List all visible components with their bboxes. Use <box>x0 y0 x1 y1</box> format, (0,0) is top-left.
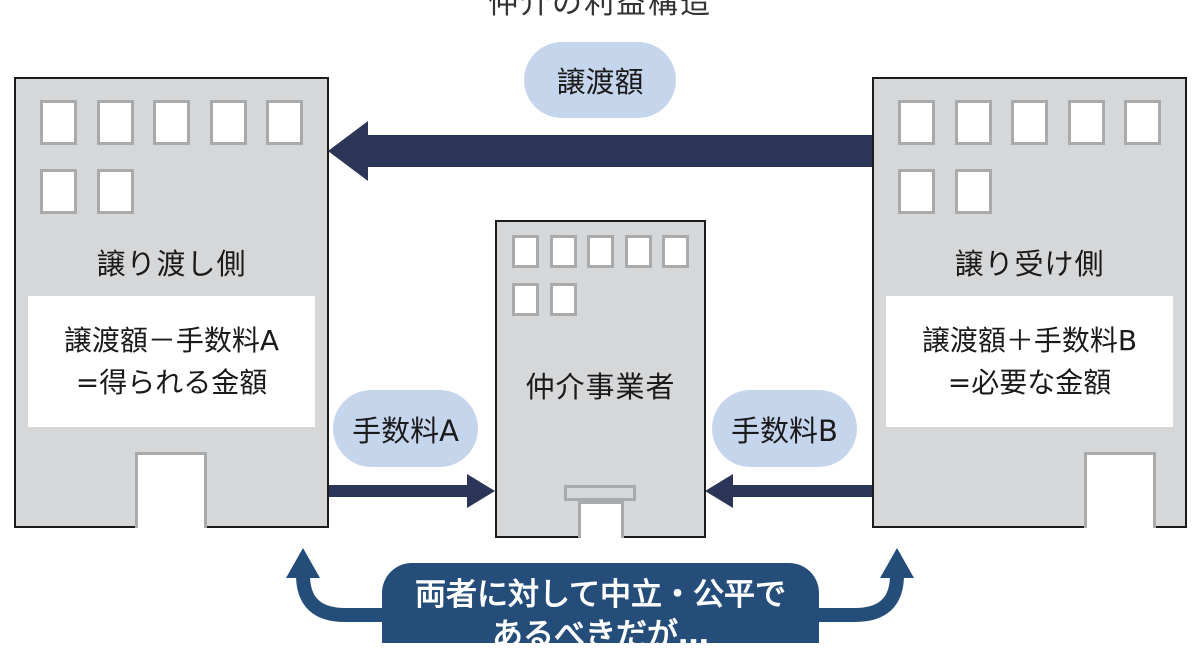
transfer-amount-pill: 譲渡額 <box>524 42 676 118</box>
window <box>1068 100 1105 145</box>
window <box>40 100 77 145</box>
door <box>578 501 624 538</box>
window <box>662 235 689 268</box>
door <box>135 452 207 528</box>
window <box>898 100 935 145</box>
window <box>153 100 190 145</box>
window <box>266 100 303 145</box>
curved-arrow-right-head <box>880 548 914 578</box>
seller-formula-box: 譲渡額－手数料A =得られる金額 <box>28 296 315 427</box>
transfer-amount-label: 譲渡額 <box>556 65 644 99</box>
window <box>898 169 935 214</box>
buyer-formula-line2: =必要な金額 <box>947 365 1112 399</box>
window <box>97 100 134 145</box>
curved-arrow-left-head <box>286 548 320 578</box>
curved-arrow-left <box>296 574 392 622</box>
window <box>550 235 577 268</box>
window <box>512 283 539 316</box>
window <box>210 100 247 145</box>
seller-formula-line1: 譲渡額－手数料A <box>63 323 280 357</box>
fee-b-pill: 手数料B <box>712 390 857 467</box>
buyer-building: 譲り受け側 譲渡額＋手数料B =必要な金額 <box>872 77 1187 528</box>
window <box>1124 100 1161 145</box>
window <box>97 169 134 214</box>
window <box>955 100 992 145</box>
buyer-formula-box: 譲渡額＋手数料B =必要な金額 <box>886 296 1173 427</box>
fee-b-arrow <box>705 474 872 508</box>
entrance-awning <box>564 485 636 501</box>
diagram-title-cropped: 仲介の利益構造 <box>488 0 712 21</box>
seller-formula-line2: =得られる金額 <box>75 365 268 399</box>
window <box>955 169 992 214</box>
fee-b-label: 手数料B <box>731 413 838 448</box>
window <box>587 235 614 268</box>
window <box>512 235 539 268</box>
seller-building: 譲り渡し側 譲渡額－手数料A =得られる金額 <box>14 77 329 528</box>
fee-a-pill: 手数料A <box>333 390 478 467</box>
window <box>1011 100 1048 145</box>
banner-line2: あるべきだが… <box>492 617 709 653</box>
buyer-formula-line1: 譲渡額＋手数料B <box>921 323 1138 357</box>
fee-a-label: 手数料A <box>352 413 459 448</box>
connector-layer <box>286 121 914 622</box>
banner-line1: 両者に対して中立・公平で <box>414 577 787 613</box>
window <box>40 169 77 214</box>
curved-arrow-right <box>808 574 904 622</box>
window <box>625 235 652 268</box>
seller-label: 譲り渡し側 <box>96 247 247 281</box>
buyer-label: 譲り受け側 <box>954 247 1105 281</box>
neutrality-banner: 両者に対して中立・公平で あるべきだが… <box>382 563 819 653</box>
door <box>1084 452 1156 528</box>
transfer-arrow <box>328 121 872 181</box>
intermediary-label: 仲介事業者 <box>525 370 676 404</box>
window <box>550 283 577 316</box>
fee-a-arrow <box>328 474 495 508</box>
intermediary-building: 仲介事業者 <box>495 220 706 538</box>
